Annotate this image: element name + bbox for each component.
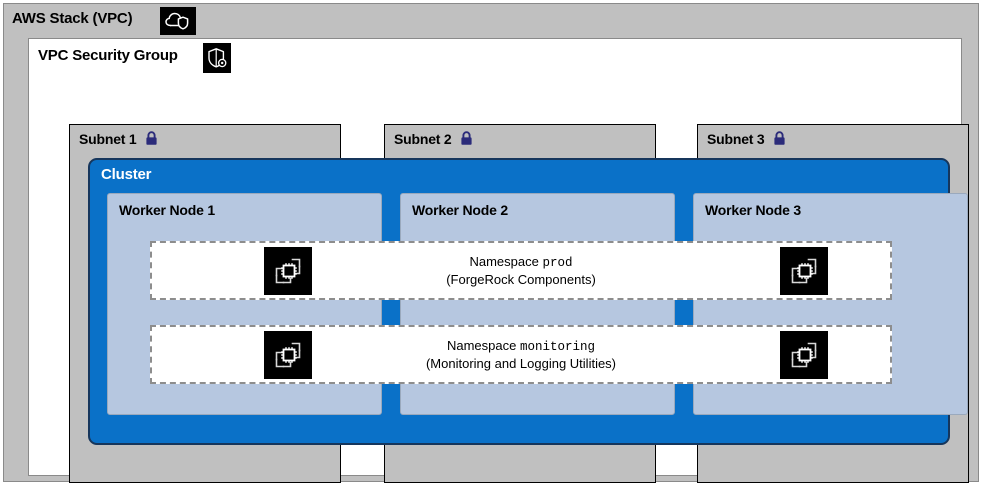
subnet-1-label: Subnet 1 <box>79 131 137 147</box>
ec2-instance-icon <box>264 330 312 379</box>
namespace-prod-subtitle: (ForgeRock Components) <box>446 272 596 288</box>
namespace-prod-name: prod <box>542 255 573 270</box>
shield-gear-icon <box>203 43 231 73</box>
namespace-prod-label: Namespace prod (ForgeRock Components) <box>152 253 890 289</box>
vpc-security-group-container: VPC Security Group Subnet 1 <box>28 38 969 483</box>
ec2-instance-icon <box>780 330 828 379</box>
subnet-2-label: Subnet 2 <box>394 131 452 147</box>
lock-icon <box>773 131 786 146</box>
namespace-prod: Namespace prod (ForgeRock Components) <box>150 241 892 300</box>
lock-icon <box>145 131 158 146</box>
aws-stack-container: AWS Stack (VPC) VPC Security Group <box>3 3 979 483</box>
vpc-security-group-title: VPC Security Group <box>38 47 178 64</box>
namespace-monitoring-name: monitoring <box>519 339 595 354</box>
worker-node-2-label: Worker Node 2 <box>412 202 508 218</box>
subnet-1-title: Subnet 1 <box>79 131 158 147</box>
namespace-monitoring-subtitle: (Monitoring and Logging Utilities) <box>425 356 617 372</box>
worker-node-1-label: Worker Node 1 <box>119 202 215 218</box>
worker-node-3-label: Worker Node 3 <box>705 202 801 218</box>
namespace-monitoring-prefix: Namespace <box>446 337 517 353</box>
aws-stack-title: AWS Stack (VPC) <box>12 10 133 27</box>
subnet-3-title: Subnet 3 <box>707 131 786 147</box>
ec2-instance-icon <box>264 246 312 295</box>
cloud-shield-icon <box>160 7 196 35</box>
namespace-monitoring: Namespace monitoring (Monitoring and Log… <box>150 325 892 384</box>
cluster-title: Cluster <box>101 166 152 183</box>
subnet-2-title: Subnet 2 <box>394 131 473 147</box>
subnet-3-label: Subnet 3 <box>707 131 765 147</box>
namespace-prod-prefix: Namespace <box>469 253 539 269</box>
ec2-instance-icon <box>780 246 828 295</box>
cluster-container: Cluster Worker Node 1 Worker Node 2 Work… <box>88 158 968 445</box>
lock-icon <box>460 131 473 146</box>
namespace-monitoring-label: Namespace monitoring (Monitoring and Log… <box>152 337 890 373</box>
